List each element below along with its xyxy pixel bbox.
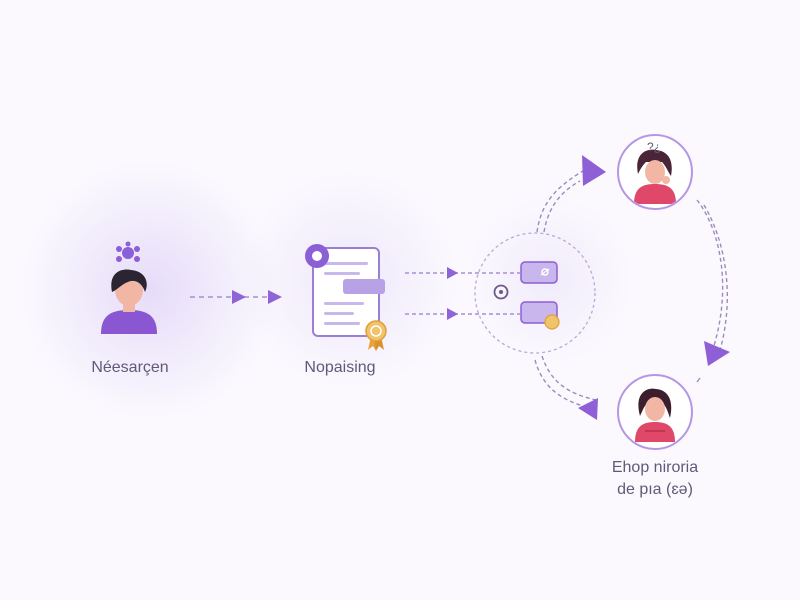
- refresh-icon: [493, 284, 509, 300]
- processing-label: Nopaising: [304, 359, 376, 376]
- processing-node[interactable]: [305, 244, 387, 351]
- arrow-researcher-to-processing: [190, 290, 282, 304]
- top-user-label: ?¿: [647, 140, 661, 154]
- top-user-node[interactable]: ?¿: [617, 134, 693, 210]
- router-node[interactable]: [474, 232, 596, 354]
- shop-user-label: Ehop niroria de pıa (ɛə): [580, 457, 730, 501]
- person-icon: [101, 269, 157, 334]
- researcher-label: Néesarçen: [91, 359, 169, 376]
- shop-user-node[interactable]: [617, 374, 693, 450]
- woman-thinking-icon: [634, 149, 676, 204]
- woman-icon: [635, 388, 675, 442]
- coin-icon: [544, 314, 560, 330]
- arrows-processing-to-router: [405, 267, 520, 320]
- shop-user-label-line-1: Ehop niroria: [611, 459, 699, 476]
- document-icon: [312, 247, 385, 337]
- router-card-top[interactable]: [520, 261, 558, 284]
- chat-icon: [305, 244, 329, 268]
- researcher-node[interactable]: [101, 241, 157, 335]
- ribbon-badge-icon: [365, 320, 387, 351]
- network-icon: [116, 241, 140, 262]
- cycle-arrows: [534, 155, 730, 420]
- link-icon: [540, 268, 550, 276]
- shop-user-label-line-2: de pıa (ɛə): [617, 481, 693, 498]
